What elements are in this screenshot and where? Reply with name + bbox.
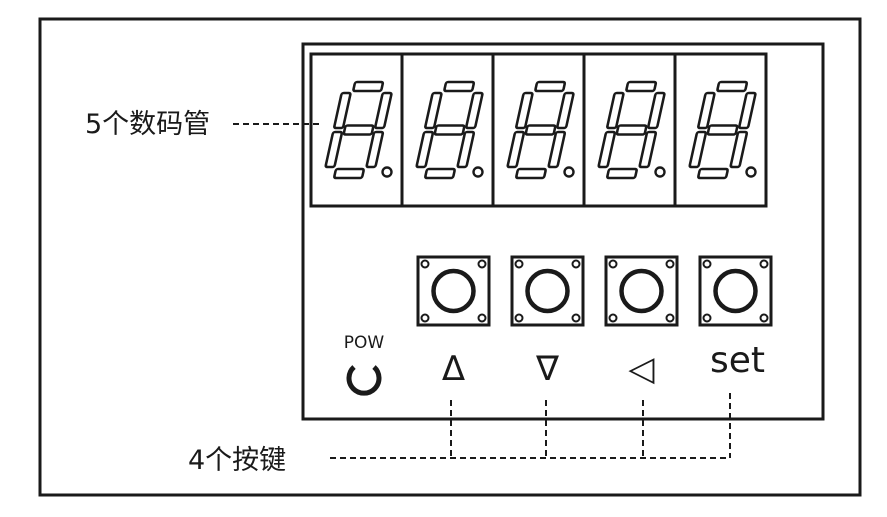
digit-segment bbox=[443, 80, 476, 93]
key-symbol-left: ◁ bbox=[628, 349, 655, 389]
power-indicator: POW bbox=[344, 333, 385, 396]
key-symbol-down: ∇ bbox=[535, 349, 559, 389]
digit-segment bbox=[433, 124, 466, 136]
key-symbol-up: Δ bbox=[442, 349, 465, 389]
key-left[interactable]: ◁ bbox=[604, 255, 679, 389]
button-mount-hole bbox=[759, 259, 769, 269]
button-mount-hole bbox=[514, 313, 524, 323]
button-mount-hole bbox=[514, 259, 524, 269]
digit-segment bbox=[506, 130, 526, 169]
seven-segment-digit bbox=[506, 80, 575, 180]
digit-segment bbox=[342, 124, 375, 136]
digit-segment bbox=[324, 130, 344, 169]
digit-segment bbox=[697, 167, 729, 180]
decimal-point bbox=[745, 166, 757, 178]
decimal-point bbox=[563, 166, 575, 178]
power-label: POW bbox=[344, 333, 385, 353]
digit-segment bbox=[333, 91, 352, 130]
button-mount-hole bbox=[420, 259, 430, 269]
key-down[interactable]: ∇ bbox=[510, 255, 585, 389]
button-cap[interactable] bbox=[525, 268, 570, 314]
digit-cell bbox=[491, 54, 575, 206]
digit-segment bbox=[688, 130, 708, 169]
button-mount-hole bbox=[608, 259, 618, 269]
digit-segment bbox=[729, 130, 749, 169]
digit-segment bbox=[374, 91, 393, 130]
button-mount-hole bbox=[665, 313, 675, 323]
power-icon bbox=[346, 365, 382, 396]
digit-segment bbox=[352, 80, 385, 93]
button-cap[interactable] bbox=[713, 268, 758, 314]
digit-cell bbox=[400, 54, 484, 206]
key-up[interactable]: Δ bbox=[416, 255, 491, 389]
seven-segment-digit bbox=[597, 80, 666, 180]
display-frame bbox=[309, 52, 768, 208]
button-housing[interactable] bbox=[510, 255, 585, 327]
digit-segment bbox=[424, 91, 443, 130]
button-housing[interactable] bbox=[416, 255, 491, 327]
outer-frame bbox=[38, 17, 862, 497]
button-mount-hole bbox=[477, 313, 487, 323]
digit-segment bbox=[706, 124, 739, 136]
button-cap[interactable] bbox=[619, 268, 664, 314]
digit-segment bbox=[465, 91, 484, 130]
digit-cell bbox=[324, 80, 393, 180]
digit-segment bbox=[597, 130, 617, 169]
digit-segment bbox=[697, 91, 716, 130]
digit-segment bbox=[556, 91, 575, 130]
controller-panel bbox=[301, 42, 825, 421]
seven-segment-digit bbox=[688, 80, 757, 180]
button-mount-hole bbox=[665, 259, 675, 269]
digit-segment bbox=[716, 80, 749, 93]
digit-segment bbox=[606, 91, 625, 130]
display-module bbox=[309, 52, 768, 208]
display-label: 5个数码管 bbox=[85, 109, 210, 140]
button-mount-hole bbox=[420, 313, 430, 323]
button-housing[interactable] bbox=[698, 255, 773, 327]
digit-segment bbox=[333, 167, 365, 180]
seven-segment-digit bbox=[415, 80, 484, 180]
keys-label: 4个按键 bbox=[188, 445, 286, 476]
digit-segment bbox=[515, 167, 547, 180]
button-mount-hole bbox=[608, 313, 618, 323]
digit-segment bbox=[606, 167, 638, 180]
button-mount-hole bbox=[571, 313, 581, 323]
digit-cell bbox=[673, 54, 757, 206]
digit-segment bbox=[365, 130, 385, 169]
button-mount-hole bbox=[571, 259, 581, 269]
button-mount-hole bbox=[702, 259, 712, 269]
button-mount-hole bbox=[702, 313, 712, 323]
key-set[interactable]: set bbox=[698, 255, 773, 381]
digit-segment bbox=[415, 130, 435, 169]
digit-segment bbox=[424, 167, 456, 180]
digit-segment bbox=[638, 130, 658, 169]
digit-cell bbox=[582, 54, 666, 206]
decimal-point bbox=[654, 166, 666, 178]
button-housing[interactable] bbox=[604, 255, 679, 327]
button-group: Δ ∇ ◁ set bbox=[416, 255, 773, 389]
digit-segment bbox=[615, 124, 648, 136]
digit-segment bbox=[456, 130, 476, 169]
digit-segment bbox=[547, 130, 567, 169]
digit-segment bbox=[524, 124, 557, 136]
keys-leader-lines bbox=[330, 393, 731, 459]
digit-segment bbox=[647, 91, 666, 130]
button-mount-hole bbox=[477, 259, 487, 269]
decimal-point bbox=[381, 166, 393, 178]
button-mount-hole bbox=[759, 313, 769, 323]
decimal-point bbox=[472, 166, 484, 178]
seven-segment-digit bbox=[324, 80, 393, 180]
digit-segment bbox=[625, 80, 658, 93]
key-symbol-set: set bbox=[710, 340, 765, 381]
digit-segment bbox=[534, 80, 567, 93]
digit-group bbox=[324, 54, 757, 206]
button-cap[interactable] bbox=[431, 268, 476, 314]
digit-segment bbox=[738, 91, 757, 130]
digit-segment bbox=[515, 91, 534, 130]
